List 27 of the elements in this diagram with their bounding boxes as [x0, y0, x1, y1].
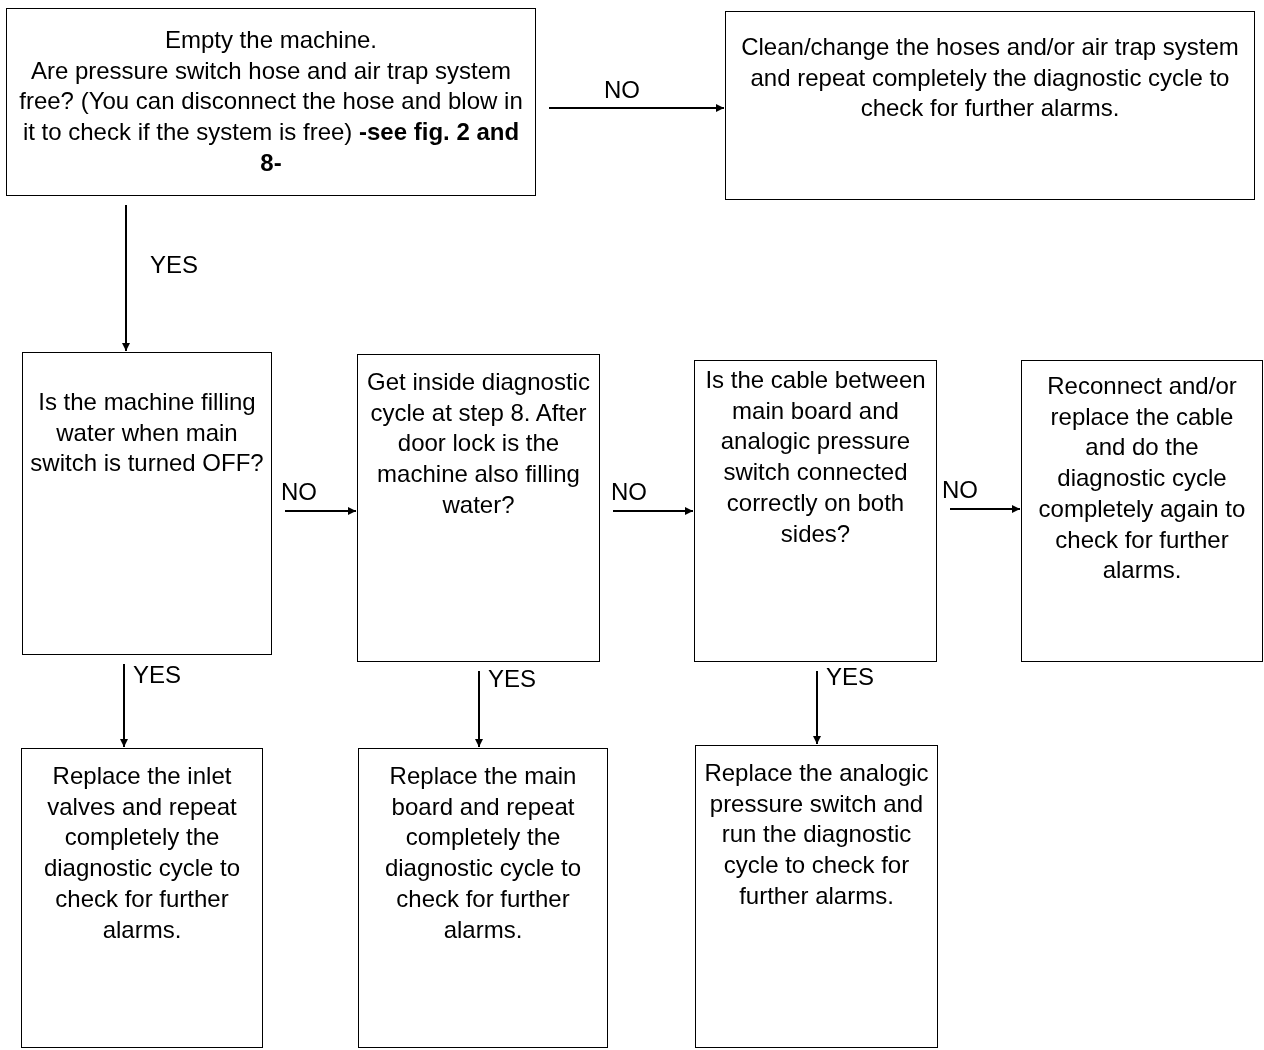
box-text: Empty the machine. — [163, 25, 379, 55]
box-text: Is the machine filling water when main switch is turned OFF? — [29, 387, 265, 479]
box-text: Get inside diagnostic cycle at step 8. After door lock is the machine also filling water? — [366, 367, 591, 520]
arrow — [122, 204, 130, 352]
process-box — [1021, 360, 1263, 662]
box-text: Is the cable between main board and analogic pressure switch connected correctly on both sides? — [704, 365, 927, 549]
box-text: Clean/change the hoses and/or air trap system and repeat completely the diagnostic cycle to check for further alarms. — [740, 32, 1240, 124]
process-box — [21, 748, 263, 1048]
arrow — [548, 104, 725, 112]
arrow — [120, 663, 128, 748]
process-box — [358, 748, 608, 1048]
process-box — [695, 745, 938, 1048]
process-box — [694, 360, 937, 662]
box-text: Are pressure switch hose and air trap system free? (You can disconnect the hose and blow in it to check if the system is free) -see fig. 2 and 8- — [18, 55, 524, 178]
process-box — [725, 11, 1255, 200]
arrow — [949, 505, 1021, 513]
arrow — [475, 670, 483, 748]
arrow — [284, 507, 357, 515]
box-text: Replace the main board and repeat completely the diagnostic cycle to check for further alarms. — [383, 761, 583, 945]
box-text: Replace the inlet valves and repeat completely the diagnostic cycle to check for further alarms. — [42, 761, 242, 945]
process-box — [6, 8, 536, 196]
process-box — [357, 354, 600, 662]
process-box — [22, 352, 272, 655]
box-text: Reconnect and/or replace the cable and do the diagnostic cycle completely again to check for further alarms. — [1037, 371, 1247, 586]
box-text: Replace the analogic pressure switch and run the diagnostic cycle to check for further alarms. — [703, 758, 930, 911]
arrow — [612, 507, 694, 515]
arrow — [813, 670, 821, 745]
